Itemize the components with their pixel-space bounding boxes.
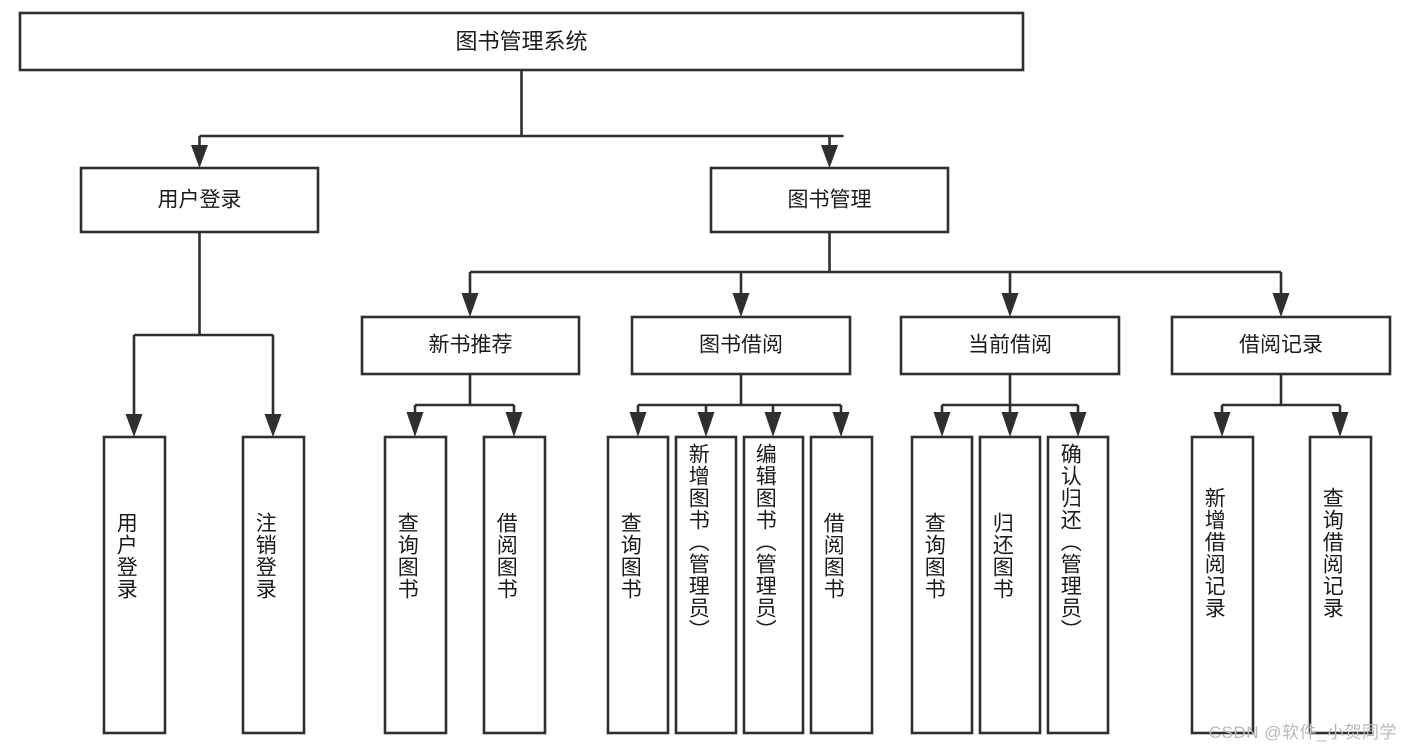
node-root-box[interactable]: [18, 11, 1025, 72]
arrow-to-leaf-query-book-2: [629, 412, 647, 437]
node-leaf-add-book-box[interactable]: [674, 435, 738, 735]
arrow-to-leaf-add-book: [697, 412, 715, 437]
arrow-to-leaf-borrow-book-1: [505, 412, 523, 437]
node-book-borrow-label: 图书借阅: [699, 334, 783, 357]
watermark-text: CSDN @软件_小贺同学: [1208, 723, 1397, 742]
node-user-login-label: 用户登录: [158, 189, 242, 212]
connector-bookborrow-bus: [636, 374, 843, 417]
node-leaf-query-book-2-box[interactable]: [606, 435, 670, 735]
node-borrow-record-box[interactable]: [1170, 315, 1392, 376]
arrow-to-book-borrow: [732, 293, 750, 317]
arrow-to-leaf-add-record: [1213, 412, 1231, 437]
node-book-manage-label: 图书管理: [788, 189, 872, 212]
node-new-book-rec-box[interactable]: [360, 315, 581, 376]
node-leaf-borrow-book-2-box[interactable]: [809, 435, 874, 735]
node-root-label: 图书管理系统: [455, 29, 587, 54]
arrow-to-leaf-edit-book: [764, 412, 782, 437]
node-current-borrow-box[interactable]: [899, 315, 1121, 376]
arrow-to-current-borrow: [1001, 293, 1019, 317]
arrow-to-leaf-return-book: [1001, 412, 1019, 437]
connector-bookmanage-bus: [468, 232, 1283, 293]
node-leaf-query-record-box[interactable]: [1308, 435, 1373, 735]
arrow-to-user-login: [191, 145, 208, 168]
node-book-manage-box[interactable]: [709, 166, 950, 234]
node-user-login-box[interactable]: [79, 166, 320, 234]
arrow-to-borrow-record: [1272, 293, 1290, 317]
connector-currentborrow-bus: [940, 374, 1080, 417]
node-leaf-confirm-return-box[interactable]: [1046, 435, 1110, 735]
connector-newbookrec-bus: [413, 374, 516, 417]
node-layer: 图书管理系统 用户登录 图书管理 新书推荐 图书借阅 当前借阅 借阅记录: [18, 11, 1392, 735]
arrow-to-leaf-query-book-3: [933, 412, 951, 437]
arrow-to-leaf-user-login: [125, 414, 143, 437]
arrow-to-leaf-borrow-book-2: [832, 412, 850, 437]
arrow-to-leaf-query-record: [1331, 412, 1349, 437]
node-new-book-rec-label: 新书推荐: [429, 334, 513, 357]
node-leaf-edit-book-box[interactable]: [742, 435, 805, 735]
connector-borrowrecord-bus: [1220, 374, 1342, 417]
node-leaf-logout-box[interactable]: [241, 435, 306, 735]
node-leaf-return-book-box[interactable]: [978, 435, 1042, 735]
connector-userlogin-bus: [132, 232, 275, 424]
arrow-to-book-manage: [821, 145, 838, 168]
node-leaf-query-book-1-box[interactable]: [383, 435, 448, 735]
arrow-to-leaf-confirm-return: [1069, 412, 1087, 437]
node-leaf-query-book-3-box[interactable]: [910, 435, 974, 735]
node-current-borrow-label: 当前借阅: [968, 334, 1052, 357]
arrow-to-new-book-rec: [461, 293, 479, 317]
node-borrow-record-label: 借阅记录: [1239, 334, 1323, 357]
node-leaf-borrow-book-1-box[interactable]: [482, 435, 547, 735]
arrow-to-leaf-logout: [264, 414, 282, 437]
node-leaf-add-record-box[interactable]: [1190, 435, 1255, 735]
node-book-borrow-box[interactable]: [630, 315, 852, 376]
node-leaf-user-login-box[interactable]: [102, 435, 167, 735]
connector-layer: [125, 70, 1349, 437]
arrow-to-leaf-query-book-1: [406, 412, 424, 437]
connector-root-bus: [198, 70, 844, 155]
